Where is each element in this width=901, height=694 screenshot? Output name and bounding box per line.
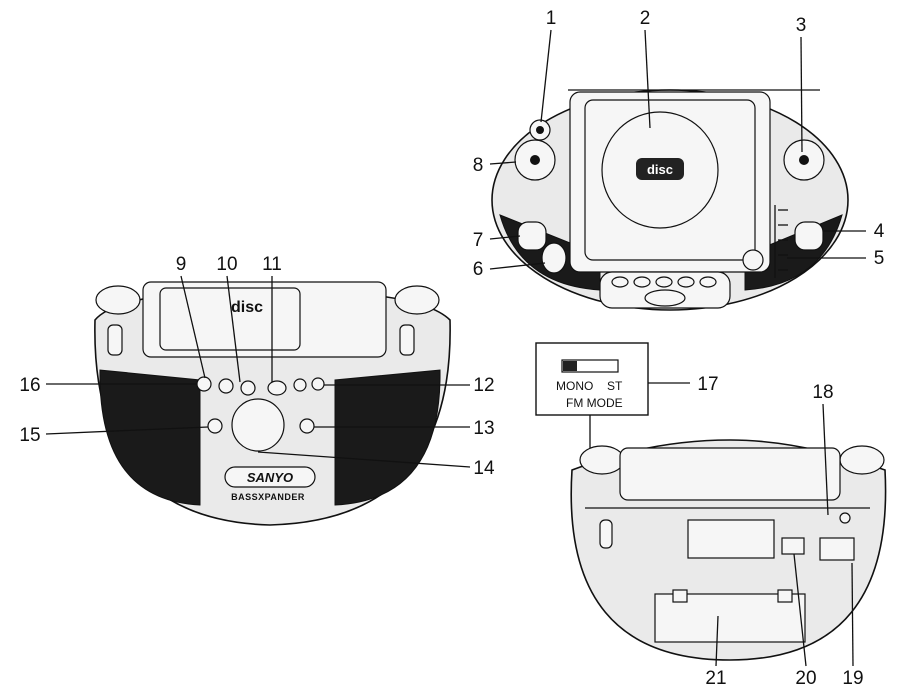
fm-mode-switch-knob[interactable] (563, 361, 577, 371)
callout-leader (226, 275, 241, 383)
volume-control[interactable] (541, 242, 567, 274)
callout-leader (489, 235, 521, 240)
left-slider[interactable] (107, 324, 123, 356)
callout-label: 1 (546, 8, 557, 29)
callout-label: 2 (640, 8, 651, 29)
callout-label: 21 (705, 668, 726, 689)
left-speaker-top-center (530, 155, 540, 165)
fm-mode-box (535, 342, 649, 416)
brand-badge (224, 466, 316, 488)
fm-mode-mono-label: MONO (556, 379, 593, 393)
bassxpander-label: BASSXPANDER (231, 492, 305, 502)
cd-key[interactable] (633, 276, 651, 288)
fm-mode-title: FM MODE (566, 396, 623, 410)
callout-leader (851, 562, 854, 667)
right-speaker-top-center (799, 155, 809, 165)
callouts-top-view: 1 2 3 4 5 6 7 8 (473, 8, 885, 280)
battery-latch-left[interactable] (672, 589, 688, 603)
cd-key[interactable] (655, 276, 673, 288)
cd-logo-front: disc (231, 299, 263, 316)
callout-label: 8 (473, 155, 484, 176)
ac-socket[interactable] (781, 537, 805, 555)
callout-leader (180, 275, 206, 379)
callout-label: 11 (262, 254, 282, 275)
callouts-rear-view: 18 19 20 21 (705, 382, 863, 689)
cd-key[interactable] (699, 276, 717, 288)
callout-label: 14 (473, 458, 495, 479)
callout-label: 19 (842, 668, 863, 689)
right-speaker-front (334, 369, 441, 506)
rear-lid (619, 447, 841, 501)
callout-leader (489, 262, 546, 270)
rear-antenna-clip (599, 519, 613, 549)
front-button-11[interactable] (267, 380, 287, 396)
callout-leader (793, 553, 807, 667)
callout-leader (257, 451, 471, 468)
front-button-15[interactable] (207, 418, 223, 434)
rear-label-panel (687, 519, 775, 559)
callout-leader (540, 29, 552, 123)
right-slider[interactable] (399, 324, 415, 356)
brand-name: SANYO (247, 470, 293, 485)
callout-label: 16 (19, 375, 40, 396)
front-button-13[interactable] (299, 418, 315, 434)
left-speaker-front (99, 369, 201, 506)
callout-leader (489, 161, 517, 165)
callout-leader (800, 36, 803, 153)
rear-screw (839, 512, 851, 524)
callout-leader (715, 615, 719, 667)
fm-mode-panel: MONO ST FM MODE 17 (535, 342, 719, 490)
rear-right-knob-cap (839, 445, 885, 475)
cd-logo-badge (636, 158, 684, 180)
callout-label: 4 (874, 221, 885, 242)
front-button-12a[interactable] (293, 378, 307, 392)
callout-label: 5 (874, 248, 885, 269)
callout-leader (822, 403, 829, 516)
callout-label: 18 (812, 382, 833, 403)
power-button-dot (536, 126, 544, 134)
callout-leader (45, 426, 209, 435)
callout-leader (644, 29, 651, 129)
callout-label: 9 (176, 254, 187, 275)
callout-label: 6 (473, 259, 484, 280)
front-button-12b[interactable] (311, 377, 325, 391)
front-button-10[interactable] (218, 378, 234, 394)
callouts-front-view: 9 10 11 12 13 14 15 16 (19, 254, 495, 479)
battery-latch-right[interactable] (777, 589, 793, 603)
callout-label: 20 (795, 668, 816, 689)
front-button-10b[interactable] (240, 380, 256, 396)
callout-label: 12 (473, 375, 494, 396)
left-knob-cap (95, 285, 141, 315)
callout-label: 7 (473, 230, 484, 251)
callout-label: 3 (796, 15, 807, 36)
band-selector[interactable] (794, 221, 824, 251)
front-jog-dial[interactable] (231, 398, 285, 452)
cd-open-button[interactable] (742, 249, 764, 271)
callout-label: 15 (19, 425, 40, 446)
cd-key[interactable] (677, 276, 695, 288)
fm-mode-st-label: ST (607, 379, 623, 393)
dc-in-jack[interactable] (819, 537, 855, 561)
function-switch[interactable] (517, 221, 547, 251)
cd-jog-dial[interactable] (644, 289, 686, 307)
front-button-9[interactable] (196, 376, 212, 392)
cd-key[interactable] (611, 276, 629, 288)
rear-view-unit (570, 439, 887, 661)
right-knob-cap (394, 285, 440, 315)
rear-left-knob-cap (579, 445, 625, 475)
callout-label: 13 (473, 418, 494, 439)
top-view-unit: disc (491, 89, 849, 311)
callout-label: 10 (216, 254, 237, 275)
cd-logo-text: disc (647, 162, 673, 177)
callout-label: 17 (697, 374, 718, 395)
